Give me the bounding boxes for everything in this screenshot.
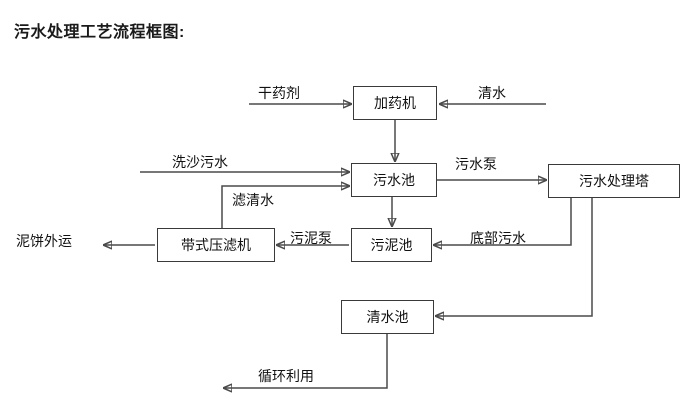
label-filtrate-water: 滤清水	[232, 192, 274, 208]
label-mud-cake-out: 泥饼外运	[16, 233, 72, 249]
node-clear-water-pool[interactable]: 清水池	[341, 300, 434, 334]
label-sewage-pump: 污水泵	[455, 156, 497, 172]
wire-clear-water-to-recycle	[224, 334, 388, 388]
node-treatment-tower[interactable]: 污水处理塔	[548, 164, 680, 198]
label-sludge-pump: 污泥泵	[290, 230, 332, 246]
label-recycle-reuse: 循环利用	[258, 368, 314, 384]
label-clean-water-in: 清水	[478, 85, 506, 101]
node-sludge-pool[interactable]: 污泥池	[351, 228, 432, 262]
wire-tower-to-clear-water-pool	[436, 198, 593, 316]
wire-filtrate-to-sewage-pool	[221, 186, 349, 228]
wire-tower-bottom-to-sludge-pool	[434, 198, 572, 245]
label-bottom-sewage: 底部污水	[470, 230, 526, 246]
label-sand-wash-sewage: 洗沙污水	[172, 154, 228, 170]
node-dosing-machine[interactable]: 加药机	[353, 86, 437, 120]
page-title: 污水处理工艺流程框图:	[14, 24, 185, 41]
node-sewage-pool[interactable]: 污水池	[351, 163, 437, 197]
node-belt-filter-press[interactable]: 带式压滤机	[157, 228, 275, 262]
label-dry-chemical: 干药剂	[258, 85, 300, 101]
